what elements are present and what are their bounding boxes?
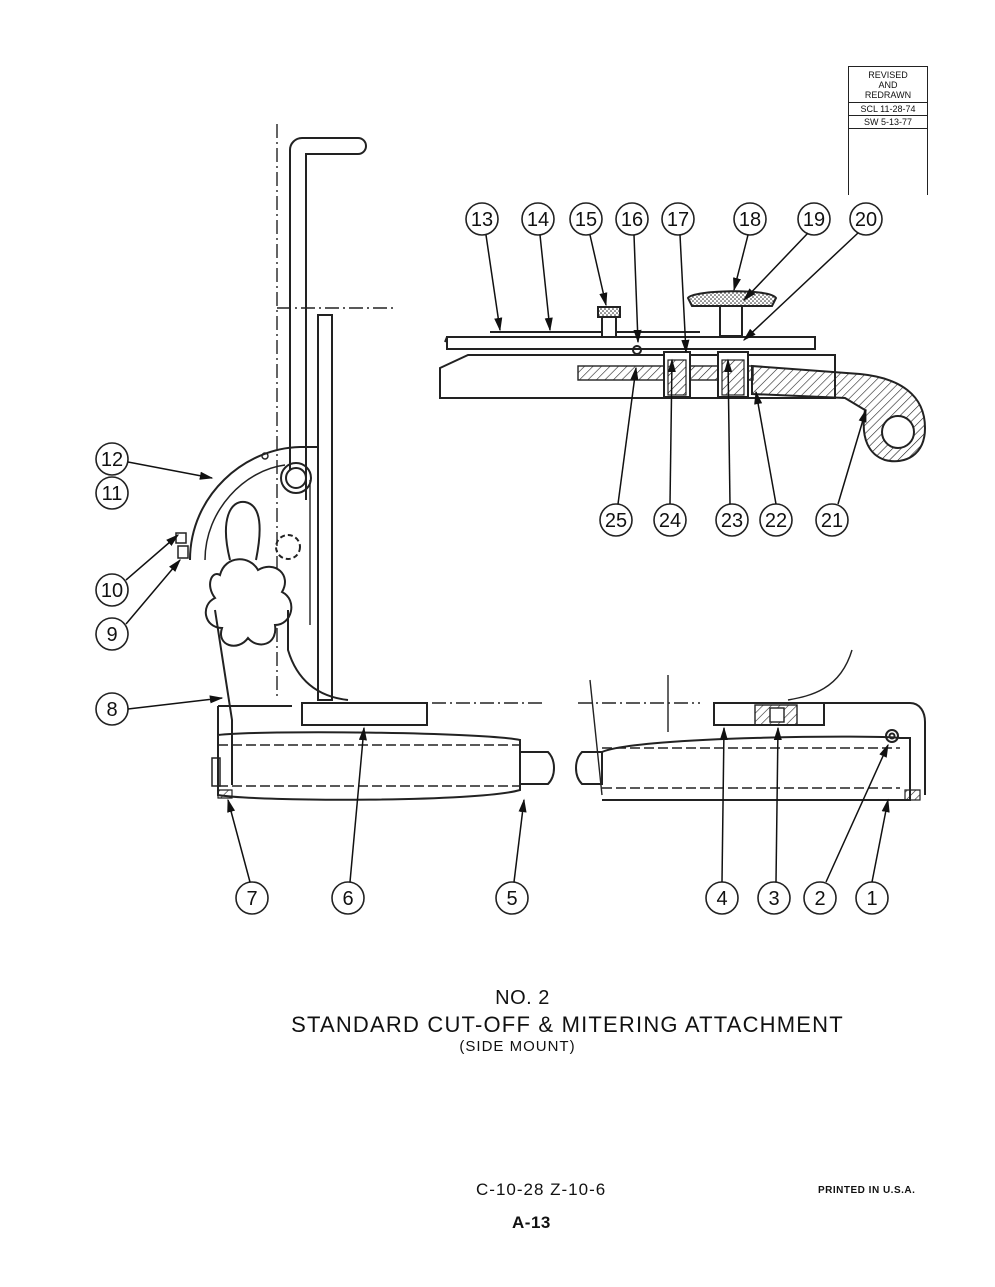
revision-heading-line: AND [878,80,898,90]
revision-entry: SW 5-13-77 [849,116,927,129]
callout-label: 8 [106,699,117,721]
callout-17 [661,202,695,236]
callout-label: 1 [866,888,877,910]
callout-label: 2 [814,888,825,910]
callout-16 [615,202,649,236]
callout-7 [235,881,269,915]
callout-3 [757,881,791,915]
callout-label: 25 [605,510,627,532]
caption-number: NO. 2 [495,987,550,1009]
callout-markers [95,202,889,915]
revision-heading-line: REVISED [868,70,908,80]
callout-label: 16 [621,209,643,231]
catalog-number: C-10-28 Z-10-6 [476,1180,607,1199]
leader-arrows [125,232,890,883]
caption-subtitle: (SIDE MOUNT) [459,1038,576,1055]
callout-label: 21 [821,510,843,532]
callout-23 [715,503,749,537]
callout-label: 19 [803,209,825,231]
callout-label: 22 [765,510,787,532]
printed-notice: PRINTED IN U.S.A. [818,1185,916,1196]
callout-label: 15 [575,209,597,231]
callout-label: 24 [659,510,681,532]
callout-label: 14 [527,209,549,231]
section-view [439,290,927,463]
callout-label: 10 [101,580,123,602]
callout-label: 7 [246,888,257,910]
callout-label: 20 [855,209,877,231]
callout-5 [495,881,529,915]
callout-label: 17 [667,209,689,231]
callout-19 [797,202,831,236]
left-assembly [175,124,603,801]
callout-label: 13 [471,209,493,231]
callout-label: 23 [721,510,743,532]
callout-18 [733,202,767,236]
callout-6 [331,881,365,915]
callout-13 [465,202,499,236]
callout-21 [815,503,849,537]
callout-label: 3 [768,888,779,910]
callout-9 [95,617,129,651]
callout-label: 5 [506,888,517,910]
callout-label: 6 [342,888,353,910]
revision-entry: SCL 11-28-74 [849,103,927,116]
callout-14 [521,202,555,236]
page-number: A-13 [512,1213,551,1232]
callout-10 [95,573,129,607]
caption-title: STANDARD CUT-OFF & MITERING ATTACHMENT [291,1012,844,1037]
callout-11 [95,476,129,510]
callout-label: 4 [716,888,727,910]
right-base-assembly [578,649,926,801]
callout-label: 12 [101,449,123,471]
callout-12 [95,442,129,476]
revision-block: REVISED AND REDRAWN SCL 11-28-74 SW 5-13… [848,66,928,195]
callout-15 [569,202,603,236]
callout-2 [803,881,837,915]
callout-label: 9 [106,624,117,646]
callout-20 [849,202,883,236]
callout-label: 18 [739,209,761,231]
revision-heading-line: REDRAWN [864,90,912,100]
callout-label: 11 [102,483,123,505]
callout-labels: 1 2 3 4 5 6 7 8 9 10 11 12 13 14 15 16 1… [101,209,878,910]
callout-25 [599,503,633,537]
revision-heading: REVISED AND REDRAWN [849,67,927,103]
